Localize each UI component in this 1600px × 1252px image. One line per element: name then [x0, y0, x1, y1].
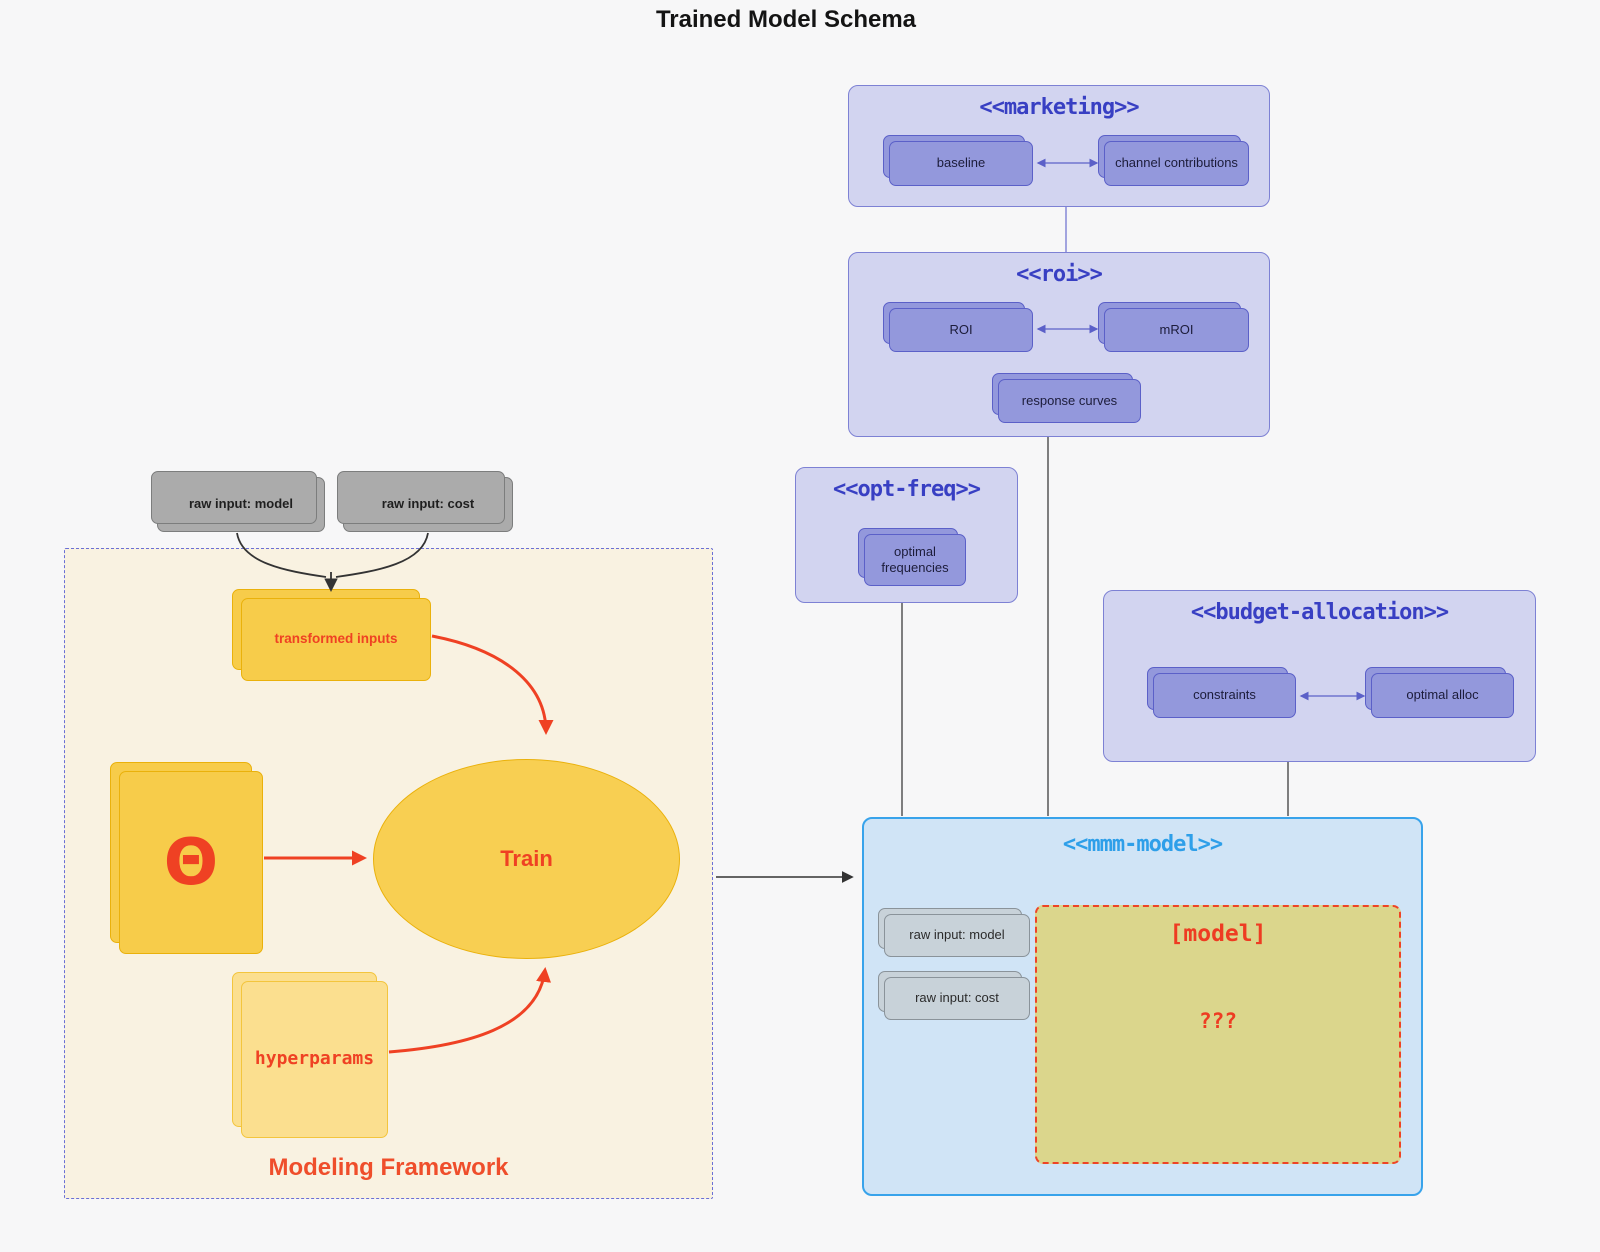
- node-response-curves: response curves: [992, 373, 1141, 423]
- node-hyperparams-label: hyperparams: [254, 1048, 375, 1070]
- node-mmm-raw-input-model-label: raw input: model: [909, 927, 1005, 943]
- node-mmm-raw-input-cost: raw input: cost: [878, 971, 1030, 1020]
- node-mmm-raw-input-cost-label: raw input: cost: [915, 990, 999, 1006]
- node-optimal-frequencies-label: optimal frequencies: [881, 543, 949, 575]
- node-roi-label: ROI: [949, 321, 973, 337]
- node-train-label: Train: [500, 846, 553, 871]
- opt-freq-cluster: <<opt-freq>> optimal frequencies: [795, 467, 1018, 603]
- node-optimal-alloc: optimal alloc: [1365, 667, 1514, 718]
- opt-freq-cluster-title: <<opt-freq>>: [833, 477, 981, 502]
- node-response-curves-label: response curves: [1021, 392, 1118, 408]
- node-channel-contributions-label: channel contributions: [1115, 155, 1238, 171]
- node-optimal-frequencies: optimal frequencies: [858, 528, 966, 586]
- node-mroi: mROI: [1098, 302, 1249, 352]
- mmm-model-cluster-title: <<mmm-model>>: [1062, 832, 1223, 857]
- node-mmm-raw-input-model: raw input: model: [878, 908, 1030, 957]
- node-raw-input-model: raw input: model: [151, 471, 325, 532]
- modeling-framework-label: Modeling Framework: [268, 1154, 509, 1181]
- mmm-model-cluster: <<mmm-model>> raw input: model raw input…: [862, 817, 1423, 1196]
- modeling-framework-cluster: transformed inputs Θ Train hyperparams M…: [64, 548, 713, 1199]
- node-raw-input-model-label: raw input: model: [189, 496, 293, 512]
- node-transformed-inputs: transformed inputs: [232, 589, 431, 681]
- node-transformed-inputs-label: transformed inputs: [274, 631, 398, 647]
- budget-allocation-cluster-title: <<budget-allocation>>: [1190, 600, 1449, 625]
- node-raw-input-cost-label: raw input: cost: [381, 496, 475, 512]
- node-optimal-alloc-label: optimal alloc: [1406, 687, 1479, 703]
- node-baseline: baseline: [883, 135, 1033, 186]
- model-placeholder-box: [model] ???: [1035, 905, 1401, 1164]
- model-placeholder-title: [model]: [1169, 921, 1267, 947]
- theta-symbol: Θ: [163, 825, 219, 900]
- page-title: Trained Model Schema: [655, 6, 917, 33]
- node-mroi-label: mROI: [1159, 321, 1194, 337]
- marketing-cluster: <<marketing>> baseline channel contribut…: [848, 85, 1270, 207]
- roi-cluster-title: <<roi>>: [1016, 262, 1103, 287]
- roi-cluster: <<roi>> ROI mROI response curves: [848, 252, 1270, 437]
- marketing-cluster-title: <<marketing>>: [979, 95, 1139, 120]
- budget-allocation-cluster: <<budget-allocation>> constraints optima…: [1103, 590, 1536, 762]
- node-constraints-label: constraints: [1193, 687, 1256, 703]
- node-train: Train: [373, 759, 680, 959]
- node-raw-input-cost: raw input: cost: [337, 471, 513, 532]
- node-channel-contributions: channel contributions: [1098, 135, 1249, 186]
- model-unknown-text: ???: [1199, 1009, 1237, 1033]
- node-theta: Θ: [110, 762, 263, 954]
- node-hyperparams: hyperparams: [232, 972, 388, 1138]
- node-baseline-label: baseline: [936, 155, 986, 171]
- node-roi: ROI: [883, 302, 1033, 352]
- node-constraints: constraints: [1147, 667, 1296, 718]
